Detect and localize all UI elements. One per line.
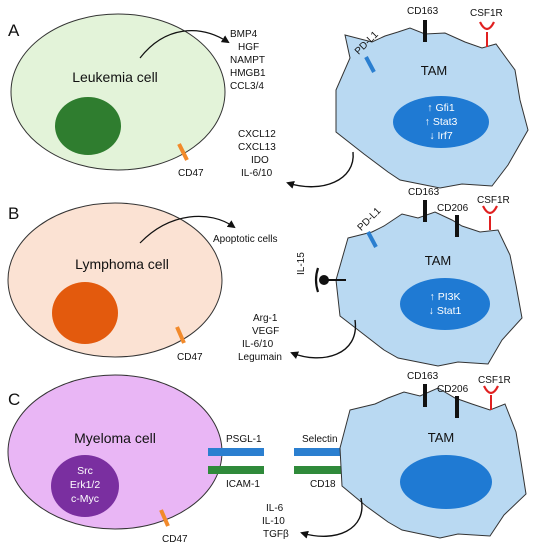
tam-secretion-arrow-b <box>290 319 357 359</box>
pd-l1-receptor-b <box>366 231 378 248</box>
myeloma-cell <box>7 374 223 530</box>
il15-label: IL-15 <box>296 252 307 275</box>
cd47-receptor-a <box>177 143 189 161</box>
factor-cxcl12: CXCL12 <box>238 129 276 140</box>
factor-vegf: VEGF <box>252 326 279 337</box>
nucleus-stat3: ↑ Stat3 <box>425 116 458 128</box>
cd47-receptor-b <box>175 326 186 344</box>
lymphoma-cell <box>7 202 223 358</box>
panel-letter-b: B <box>8 204 19 223</box>
factor-legumain: Legumain <box>238 352 282 363</box>
leukemia-nucleus <box>55 97 121 155</box>
cd163-label-b: CD163 <box>408 187 440 198</box>
factor-il6-10-b: IL-6/10 <box>242 339 274 350</box>
myeloma-cell-label: Myeloma cell <box>74 430 156 446</box>
apoptotic-cells-label: Apoptotic cells <box>213 234 277 245</box>
il15-receptor <box>314 267 346 293</box>
lymphoma-nucleus <box>52 282 118 344</box>
leukemia-cell-label: Leukemia cell <box>72 69 158 85</box>
cd47-label-c: CD47 <box>162 534 188 545</box>
factor-tgfb: TGFβ <box>263 529 289 540</box>
tam-label-b: TAM <box>425 253 451 268</box>
panel-letter-c: C <box>8 390 20 409</box>
tam-secretion-arrow-a <box>286 151 354 189</box>
cd206-label-c: CD206 <box>437 384 469 395</box>
cd206-label-b: CD206 <box>437 203 469 214</box>
tam-nucleus-a <box>393 96 489 148</box>
nucleus-pi3k: ↑ PI3K <box>430 291 461 303</box>
factor-il10-c: IL-10 <box>262 516 285 527</box>
tam-factors-c: IL-6 IL-10 TGFβ <box>262 503 289 540</box>
factor-il6-c: IL-6 <box>266 503 284 514</box>
panel-c: C Myeloma cell Src Erk1/2 c-Myc CD47 PSG… <box>7 371 527 545</box>
panel-b: B Lymphoma cell CD47 Apoptotic cells TAM… <box>7 187 523 367</box>
csf1r-receptor-c <box>483 385 499 410</box>
cd163-label-a: CD163 <box>407 6 439 17</box>
nucleus-cmyc: c-Myc <box>71 493 99 505</box>
nucleus-src: Src <box>77 465 93 477</box>
cd47-label-b: CD47 <box>177 352 203 363</box>
tam-factors-b: Arg-1 VEGF IL-6/10 Legumain <box>238 313 282 363</box>
factor-hgf: HGF <box>238 42 259 53</box>
icam1-bar <box>208 466 264 474</box>
panel-letter-a: A <box>8 21 20 40</box>
tam-factors-a: CXCL12 CXCL13 IDO IL-6/10 <box>238 129 276 179</box>
factor-hmgb1: HMGB1 <box>230 68 266 79</box>
leukemia-cell <box>10 13 226 171</box>
icam1-label: ICAM-1 <box>226 479 260 490</box>
tam-secretion-arrow-c <box>300 497 363 539</box>
tam-nucleus-b <box>400 278 490 330</box>
tumor-secretion-arrow-b <box>139 215 236 244</box>
lymphoma-cell-label: Lymphoma cell <box>75 256 169 272</box>
tam-label-a: TAM <box>421 63 447 78</box>
cd18-label: CD18 <box>310 479 336 490</box>
csf1r-receptor-b <box>482 205 498 230</box>
psgl1-label: PSGL-1 <box>226 434 262 445</box>
nucleus-stat1: ↓ Stat1 <box>429 305 462 317</box>
pd-l1-receptor-a <box>364 56 376 73</box>
cd47-receptor-c <box>159 509 170 527</box>
nucleus-erk: Erk1/2 <box>70 479 101 491</box>
factor-ccl3-4: CCL3/4 <box>230 81 264 92</box>
myeloma-nucleus <box>51 455 119 517</box>
tam-label-c: TAM <box>428 430 454 445</box>
cd18-bar <box>294 466 350 474</box>
panel-a: A Leukemia cell CD47 BMP4 HGF NAMPT HMGB… <box>8 6 529 189</box>
factor-arg1: Arg-1 <box>253 313 278 324</box>
csf1r-label-c: CSF1R <box>478 375 511 386</box>
factor-il6-10: IL-6/10 <box>241 168 273 179</box>
nucleus-irf7: ↓ Irf7 <box>429 130 452 142</box>
tumor-factors-a: BMP4 HGF NAMPT HMGB1 CCL3/4 <box>230 29 266 92</box>
selectin-label: Selectin <box>302 434 338 445</box>
factor-nampt: NAMPT <box>230 55 265 66</box>
nucleus-gfi1: ↑ Gfi1 <box>427 102 455 114</box>
factor-cxcl13: CXCL13 <box>238 142 276 153</box>
factor-ido: IDO <box>251 155 269 166</box>
cd47-label-a: CD47 <box>178 168 204 179</box>
csf1r-label-b: CSF1R <box>477 195 510 206</box>
factor-bmp4: BMP4 <box>230 29 258 40</box>
selectin-bar <box>294 448 350 456</box>
cd163-label-c: CD163 <box>407 371 439 382</box>
csf1r-receptor-a <box>479 21 495 47</box>
csf1r-label-a: CSF1R <box>470 8 503 19</box>
tumor-secretion-arrow-a <box>139 30 230 59</box>
psgl1-bar <box>208 448 264 456</box>
tam-nucleus-c <box>400 455 492 509</box>
